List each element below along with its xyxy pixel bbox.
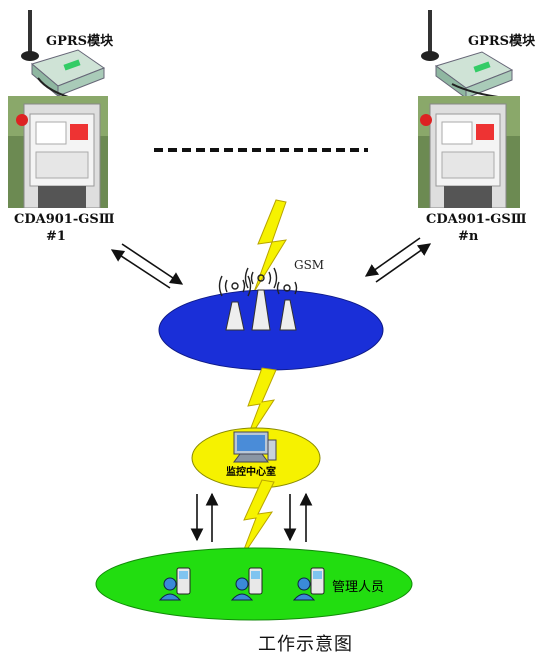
person-phone-icon-1 <box>158 567 191 601</box>
gsm-network-ellipse <box>158 289 384 371</box>
arrow-left-down <box>121 243 184 285</box>
person-phone-icon-2 <box>230 567 263 601</box>
station-cabinet-right <box>418 96 520 208</box>
station-right-index: #n <box>458 229 479 244</box>
lightning-bolt-bottom-icon <box>239 479 275 561</box>
station-left-index: #1 <box>46 229 66 244</box>
station-left-model: CDA901-GSⅢ <box>14 212 115 227</box>
module-label-right: GPRS模块 <box>468 34 536 49</box>
gsm-label: GSM <box>294 258 325 272</box>
station-cabinet-left <box>8 96 108 208</box>
lightning-bolt-top-icon <box>253 199 287 293</box>
monitor-label: 监控中心室 <box>226 467 276 478</box>
lightning-bolt-middle-icon <box>243 367 277 447</box>
staff-label: 管理人员 <box>332 580 385 595</box>
diagram-caption: 工作示意图 <box>258 634 353 655</box>
arrow-right-down <box>364 237 421 277</box>
arrow-left-up <box>110 249 171 289</box>
module-label-left: GPRS模块 <box>46 34 114 49</box>
arrow-right-up <box>375 243 432 283</box>
gsm-tower-icon <box>225 289 297 331</box>
gprs-module-right-icon <box>421 10 514 99</box>
station-right-model: CDA901-GSⅢ <box>426 212 527 227</box>
gprs-module-left-icon <box>21 10 106 100</box>
signal-waves-icon <box>218 267 298 297</box>
stations-ellipsis-line <box>154 148 368 152</box>
person-phone-icon-3 <box>292 567 325 601</box>
computer-icon <box>233 431 277 463</box>
